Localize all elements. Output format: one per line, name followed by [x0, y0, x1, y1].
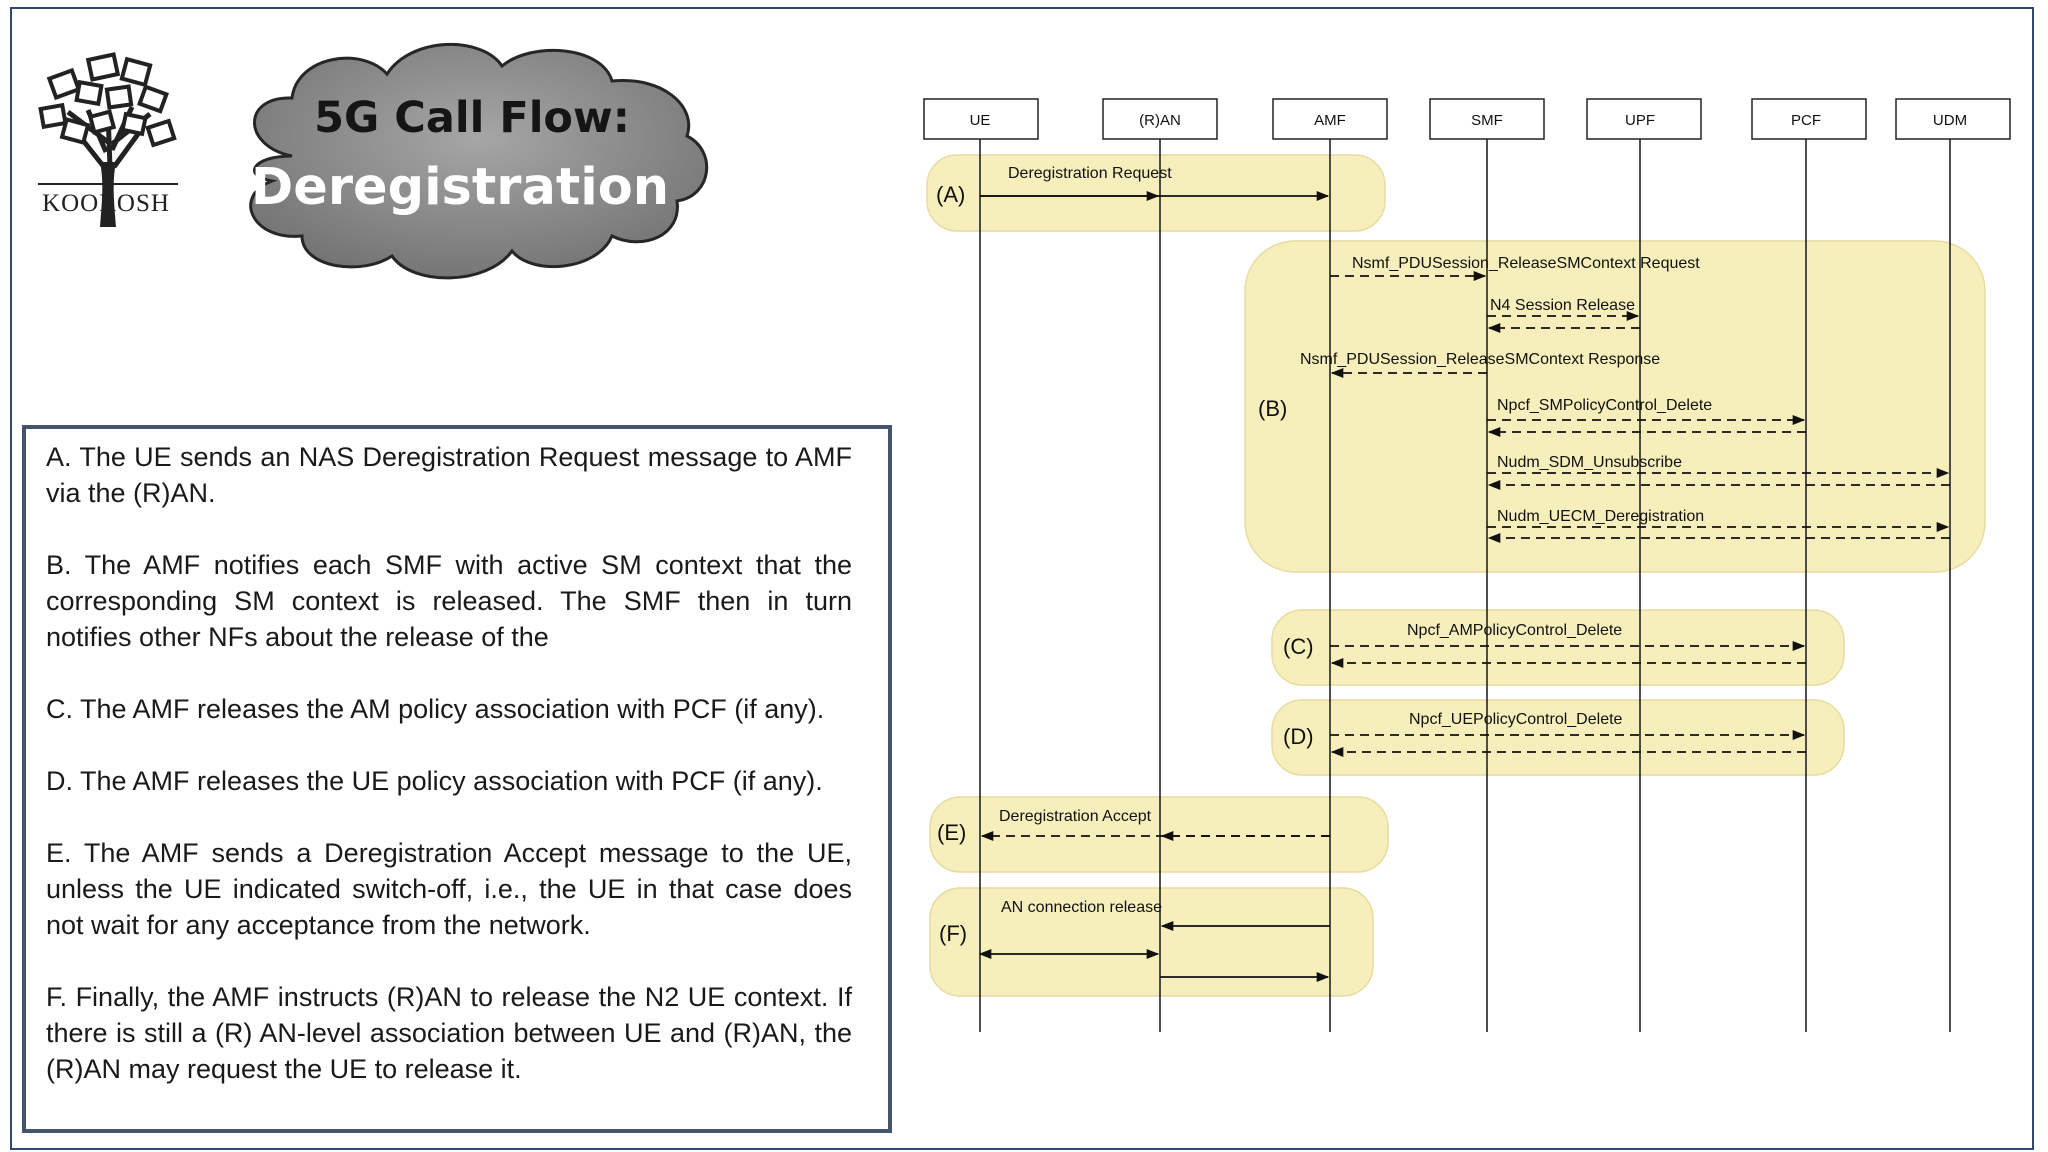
- group-label: (C): [1283, 634, 1314, 659]
- logo-wordmark: KOOROSH: [42, 190, 170, 217]
- note-a: A. The UE sends an NAS Deregistration Re…: [46, 442, 852, 508]
- group-box: [1271, 609, 1845, 686]
- note-b: B. The AMF notifies each SMF with active…: [46, 550, 852, 652]
- participant-box: [1895, 98, 2011, 140]
- slide-frame: [10, 7, 2034, 1150]
- group-box: [929, 887, 1374, 997]
- group-label: (E): [937, 820, 966, 845]
- note-d: D. The AMF releases the UE policy associ…: [46, 766, 823, 796]
- participant-label: (R)AN: [1139, 112, 1181, 129]
- group-box: [929, 796, 1389, 873]
- message-label: Deregistration Request: [1008, 165, 1172, 182]
- message-label: Npcf_UEPolicyControl_Delete: [1409, 711, 1623, 728]
- participant-box: [1102, 98, 1218, 140]
- title-cloud: [249, 42, 709, 280]
- notes-panel: A. The UE sends an NAS Deregistration Re…: [22, 425, 892, 1133]
- group-box: [1244, 240, 1986, 573]
- group-label: (D): [1283, 724, 1314, 749]
- message-label: Npcf_AMPolicyControl_Delete: [1407, 622, 1622, 639]
- group-box: [1271, 699, 1845, 776]
- group-label: (B): [1258, 396, 1287, 421]
- message-label: Nudm_SDM_Unsubscribe: [1497, 454, 1682, 471]
- tree-logo-icon: [38, 52, 178, 227]
- participant-box: [1586, 98, 1702, 140]
- participant-label: UDM: [1933, 112, 1967, 129]
- message-label: Npcf_SMPolicyControl_Delete: [1497, 397, 1712, 414]
- participant-label: PCF: [1791, 112, 1821, 129]
- participant-label: SMF: [1471, 112, 1503, 129]
- message-label: AN connection release: [1001, 899, 1162, 916]
- title-line-1: 5G Call Flow:: [314, 93, 630, 143]
- participant-label: UPF: [1625, 112, 1655, 129]
- message-label: Deregistration Accept: [999, 808, 1152, 825]
- group-label: (F): [939, 921, 967, 946]
- note-c: C. The AMF releases the AM policy associ…: [46, 694, 825, 724]
- participant-label: AMF: [1314, 112, 1346, 129]
- message-label: Nudm_UECM_Deregistration: [1497, 508, 1704, 525]
- message-label: N4 Session Release: [1490, 297, 1635, 314]
- note-f: F. Finally, the AMF instructs (R)AN to r…: [46, 982, 852, 1084]
- group-label: (A): [936, 182, 965, 207]
- message-label: Nsmf_PDUSession_ReleaseSMContext Respons…: [1300, 351, 1660, 368]
- participant-box: [1751, 98, 1867, 140]
- participant-box: [1272, 98, 1388, 140]
- message-label: Nsmf_PDUSession_ReleaseSMContext Request: [1352, 255, 1700, 272]
- participant-label: UE: [970, 112, 991, 129]
- title-line-2: Deregistration: [250, 158, 670, 217]
- participant-box: [1429, 98, 1545, 140]
- note-e: E. The AMF sends a Deregistration Accept…: [46, 838, 852, 940]
- participant-box: [923, 98, 1039, 140]
